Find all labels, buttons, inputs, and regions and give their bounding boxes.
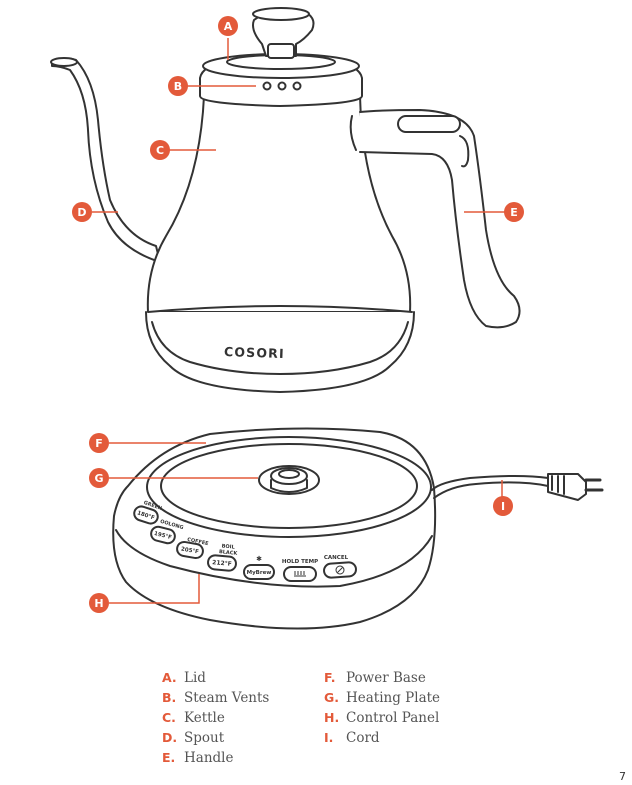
legend-label: Power Base — [346, 670, 426, 686]
preset-button-boil-black[interactable] — [207, 554, 237, 572]
legend-label: Cord — [346, 730, 380, 746]
legend-item: I. Cord — [324, 730, 380, 746]
legend-item: C. Kettle — [162, 710, 225, 726]
legend-label: Spout — [184, 730, 225, 746]
legend-letter: C. — [162, 710, 176, 725]
callout-g: G — [89, 468, 109, 488]
legend-label: Handle — [184, 750, 234, 766]
legend-label: Steam Vents — [184, 690, 270, 706]
callout-c: C — [150, 140, 170, 160]
legend-letter: A. — [162, 670, 177, 685]
control-panel — [132, 505, 357, 582]
callout-b: B — [168, 76, 188, 96]
brand-logo: COSORI — [224, 344, 285, 361]
callout-h: H — [89, 593, 109, 613]
callout-f: F — [89, 433, 109, 453]
callout-letter: D — [77, 206, 86, 219]
cord — [431, 473, 604, 501]
legend-letter: H. — [324, 710, 340, 725]
legend-item: H. Control Panel — [324, 710, 439, 726]
legend-letter: B. — [162, 690, 177, 705]
legend-item: E. Handle — [162, 750, 233, 766]
callout-letter: C — [156, 144, 164, 157]
preset-button-green[interactable] — [132, 505, 159, 526]
callout-i: I — [493, 496, 513, 516]
legend-item: F. Power Base — [324, 670, 426, 686]
hold-temp-label: HOLD TEMP — [282, 559, 318, 565]
lid — [199, 7, 363, 107]
callout-letter: H — [94, 597, 103, 610]
mybrew-button[interactable] — [243, 564, 275, 580]
callout-letter: A — [224, 20, 233, 33]
cancel-icon — [335, 565, 345, 575]
legend-item: D. Spout — [162, 730, 224, 746]
preset-label-boil-black: BOIL — [221, 543, 235, 550]
legend-label: Lid — [184, 670, 206, 686]
bluetooth-icon: ✱ — [256, 555, 262, 563]
preset-temp-coffee: 205°F — [180, 546, 199, 555]
handle — [349, 109, 521, 329]
callout-d: D — [72, 202, 92, 222]
preset-button-oolong[interactable] — [150, 525, 177, 545]
legend-letter: F. — [324, 670, 336, 685]
callout-letter: G — [94, 472, 103, 485]
callout-letter: E — [510, 206, 518, 219]
cancel-label: CANCEL — [324, 555, 349, 561]
callout-e: E — [504, 202, 524, 222]
page-number: 7 — [619, 770, 626, 783]
legend-label: Kettle — [184, 710, 225, 726]
preset-button-coffee[interactable] — [176, 540, 204, 560]
legend-item: G. Heating Plate — [324, 690, 440, 706]
preset-label-boil-black-2: BLACK — [219, 549, 239, 557]
callout-a: A — [218, 16, 238, 36]
callout-letter: I — [501, 500, 505, 513]
legend-label: Control Panel — [346, 710, 440, 726]
preset-temp-oolong: 195°F — [153, 531, 172, 541]
mybrew-label: MyBrew — [247, 570, 272, 576]
preset-temp-boil-black: 212°F — [212, 559, 232, 568]
legend-label: Heating Plate — [346, 690, 441, 706]
preset-temp-green: 180°F — [136, 510, 155, 521]
legend-letter: G. — [324, 690, 340, 705]
steam-vents — [262, 81, 302, 91]
legend-item: B. Steam Vents — [162, 690, 269, 706]
callout-letter: B — [174, 80, 182, 93]
preset-label-coffee: COFFEE — [187, 537, 210, 547]
heat-icon — [294, 571, 306, 577]
legend-letter: D. — [162, 730, 178, 745]
hold-temp-button[interactable] — [283, 566, 317, 582]
callout-letter: F — [95, 437, 103, 450]
legend-letter: E. — [162, 750, 176, 765]
legend-letter: I. — [324, 730, 334, 745]
legend-item: A. Lid — [162, 670, 206, 686]
